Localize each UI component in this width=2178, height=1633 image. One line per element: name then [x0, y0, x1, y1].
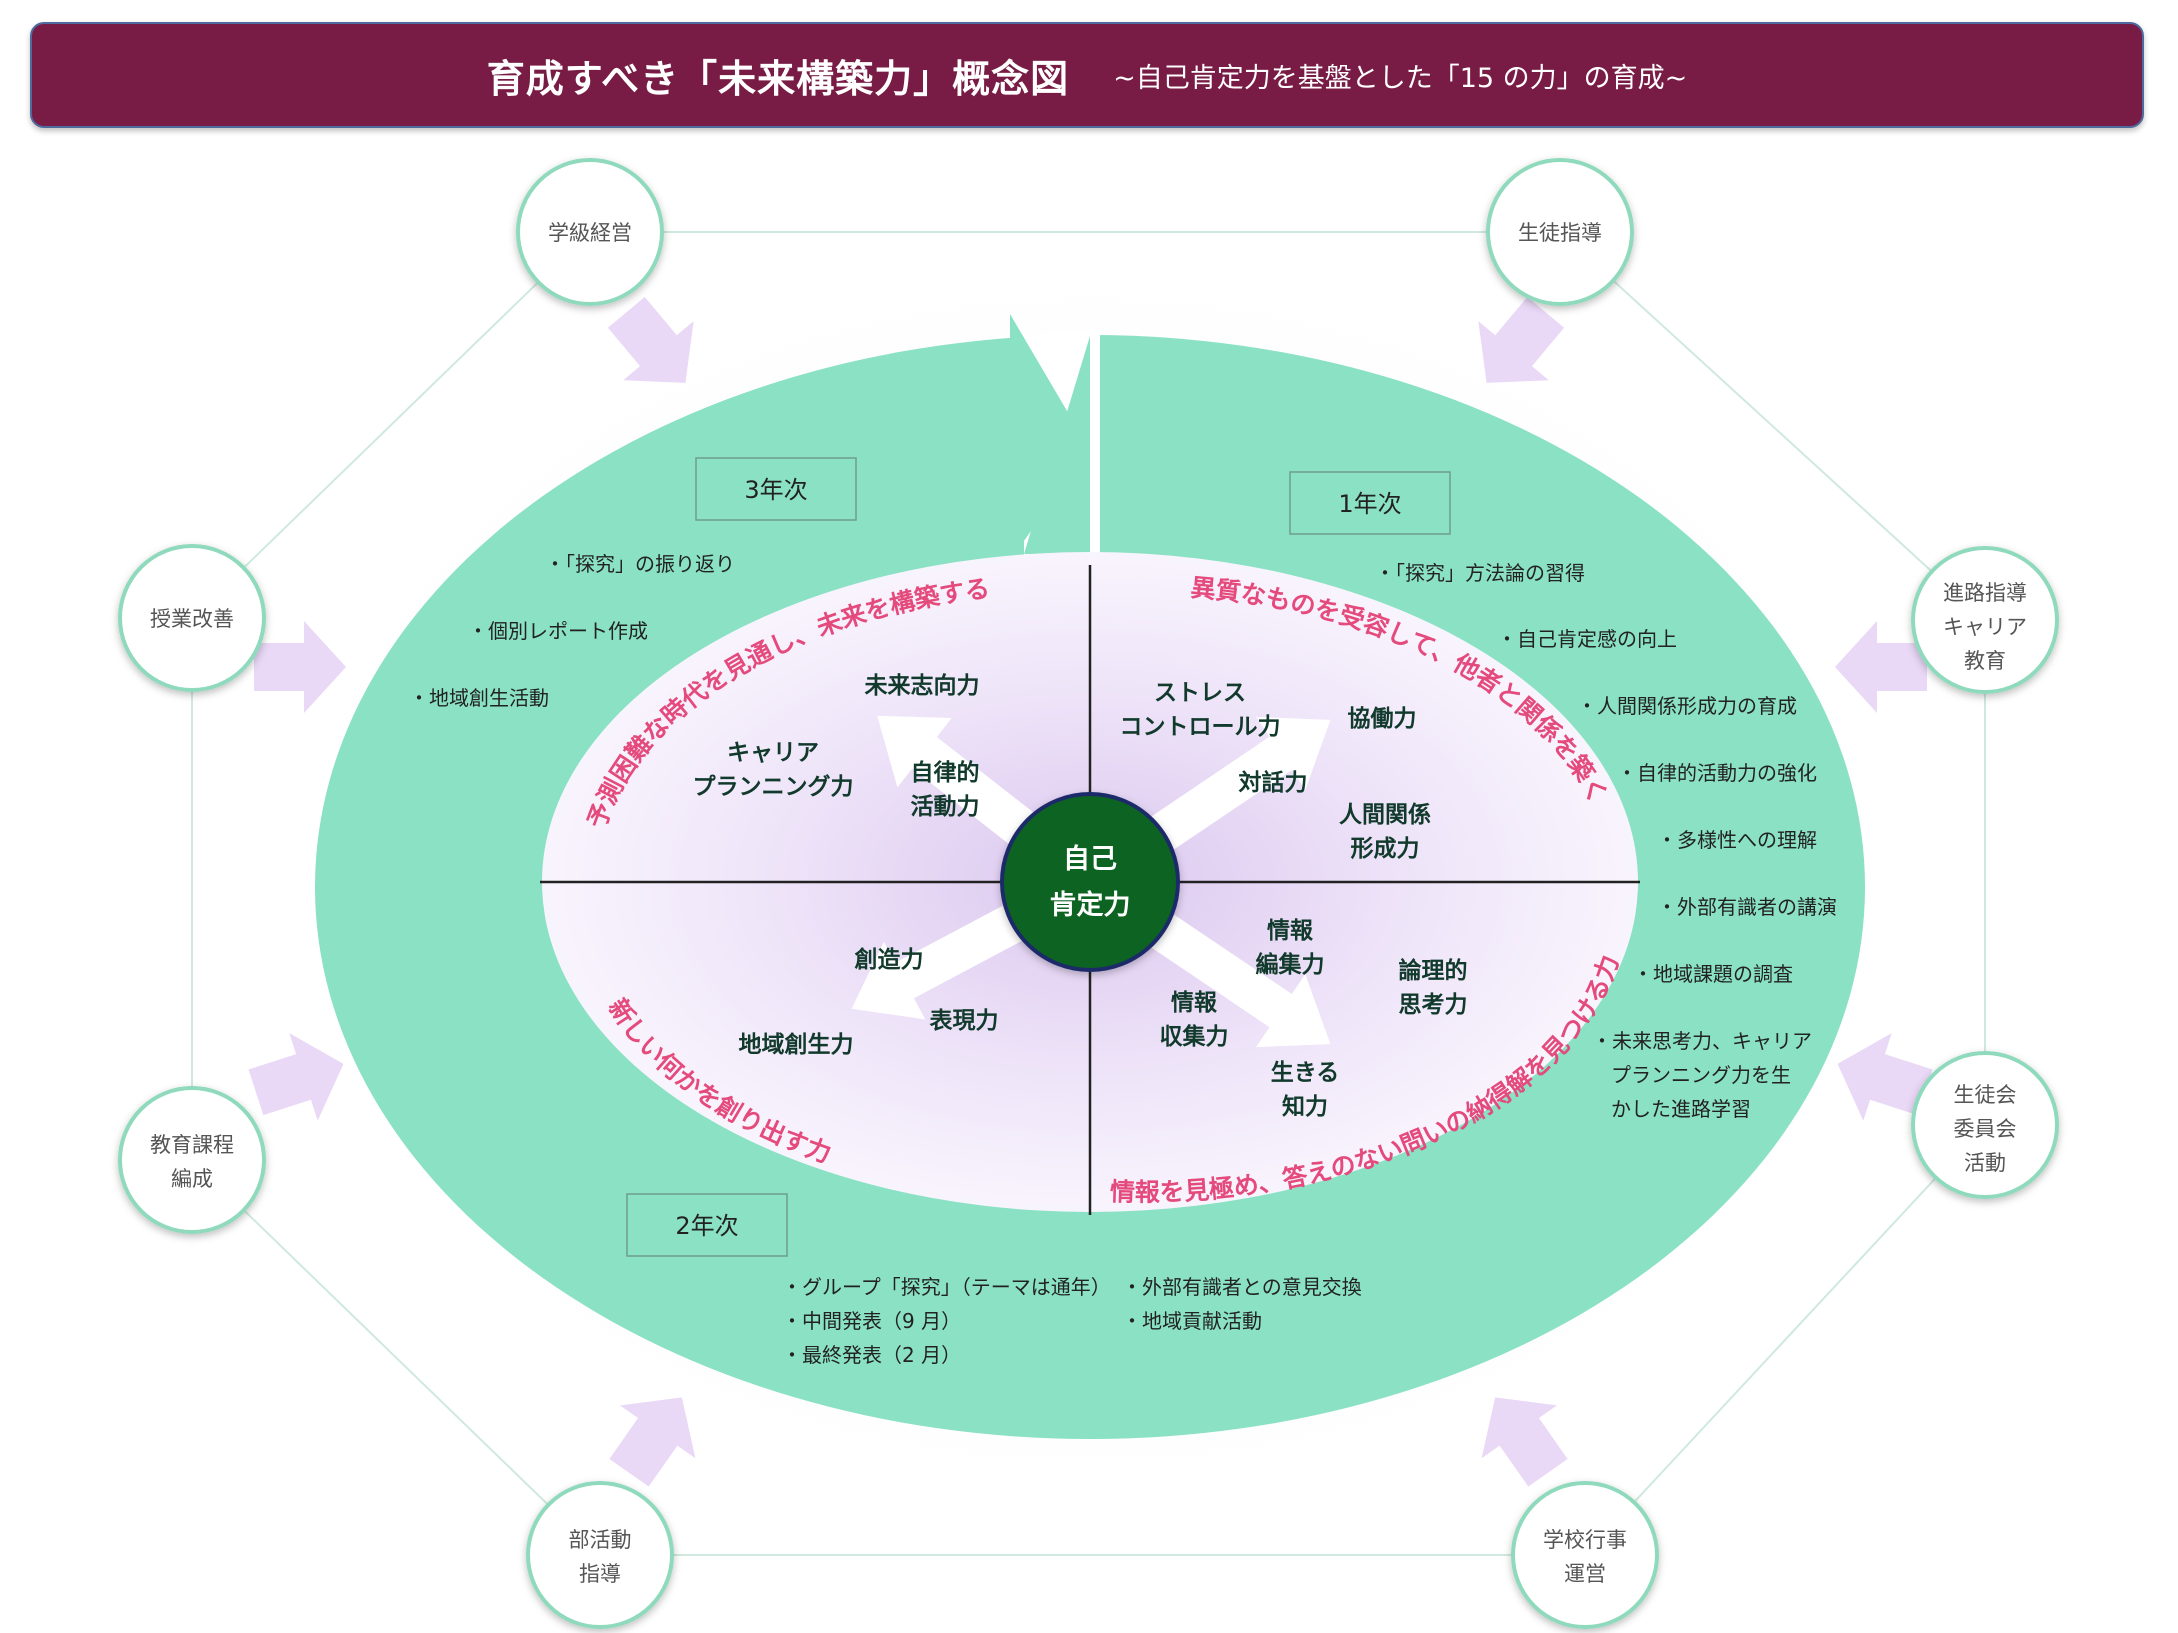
node-shinro-label-0: 進路指導: [1943, 581, 2027, 605]
power-jiritsu-1: 自律的: [911, 759, 980, 786]
node-gakko-gyoji-label-0: 学校行事: [1543, 1528, 1627, 1552]
page-subtitle: ~自己肯定力を基盤とした「15 の力」の育成~: [1113, 62, 1688, 94]
power-ikiru-2: 知力: [1282, 1093, 1328, 1120]
activity-y2-right-1: ・地域貢献活動: [1122, 1309, 1262, 1333]
center-circle: [1000, 792, 1180, 972]
node-bukatsu-label-1: 指導: [579, 1562, 621, 1586]
activity-y2-left-2: ・最終発表（2 月）: [782, 1343, 961, 1367]
node-bukatsu-label-0: 部活動: [569, 1528, 632, 1552]
year-label-2: 2年次: [675, 1212, 738, 1240]
center-label-2: 肯定力: [1050, 889, 1131, 921]
year-label-1: 1年次: [1338, 490, 1401, 518]
activity-y2-left-1: ・中間発表（9 月）: [782, 1309, 961, 1333]
node-seito-shido: 生徒指導: [1486, 158, 1634, 306]
activity-y2-right-0: ・外部有識者との意見交換: [1122, 1275, 1362, 1299]
node-seito-shido-label-0: 生徒指導: [1518, 221, 1602, 245]
power-kyodo: 協働力: [1348, 706, 1417, 732]
node-kyoiku-katei: 教育課程 編成: [118, 1086, 266, 1234]
node-seitokai: 生徒会 委員会 活動: [1911, 1051, 2059, 1199]
year-box-1: [1289, 471, 1451, 535]
power-career-1: キャリア: [727, 740, 819, 766]
year-box-3: [695, 457, 857, 521]
node-jugyo-label-0: 授業改善: [150, 607, 234, 631]
node-gakko-gyoji: 学校行事 運営: [1511, 1481, 1659, 1629]
node-jugyo: 授業改善: [118, 544, 266, 692]
cycle-arrow-head: [1010, 314, 1090, 560]
power-sozo: 創造力: [855, 947, 924, 973]
activity-y1-5: ・外部有識者の講演: [1657, 895, 1837, 919]
diagonal-arrows: [851, 715, 1331, 1048]
node-gakko-gyoji-label-1: 運営: [1564, 1562, 1606, 1586]
title-banner: 育成すべき「未来構築力」概念図 ~自己肯定力を基盤とした「15 の力」の育成~: [30, 22, 2144, 128]
power-taiwa: 対話力: [1239, 769, 1308, 796]
node-bukatsu: 部活動 指導: [526, 1481, 674, 1629]
activity-y3-0: ・「探究」の振り返り: [545, 552, 735, 576]
activity-y3-1: ・個別レポート作成: [468, 619, 648, 643]
power-shushu-1: 情報: [1171, 989, 1218, 1016]
arrow-kyoiku-katei: [248, 1033, 344, 1121]
power-shushu-2: 収集力: [1160, 1023, 1229, 1050]
power-ningen-1: 人間関係: [1339, 802, 1431, 828]
node-seitokai-label-2: 活動: [1964, 1151, 2006, 1175]
activity-y1-last-0: ・未来思考力、キャリア: [1592, 1029, 1812, 1053]
year-boxes: 3年次 1年次 2年次: [626, 457, 1451, 1257]
activity-lists: ・「探究」の振り返り ・個別レポート作成 ・地域創生活動 ・「探究」方法論の習得…: [409, 552, 1837, 1367]
power-ningen-2: 形成力: [1351, 836, 1420, 862]
power-stress-1: ストレス: [1154, 680, 1246, 706]
node-shinro-label-2: 教育: [1964, 649, 2006, 673]
power-hyogen: 表現力: [930, 1008, 999, 1034]
center-label-1: 自己: [1063, 843, 1117, 875]
power-jiritsu-2: 活動力: [911, 794, 980, 820]
node-kyoiku-katei-label-0: 教育課程: [150, 1133, 234, 1157]
power-ikiru-1: 生きる: [1271, 1060, 1340, 1086]
power-mirai-shikou: 未来志向力: [865, 672, 980, 699]
node-seitokai-label-1: 委員会: [1954, 1117, 2017, 1141]
activity-y1-0: ・「探究」方法論の習得: [1375, 561, 1585, 585]
power-stress-2: コントロール力: [1120, 714, 1281, 740]
power-chiiki: 地域創生力: [739, 1031, 854, 1058]
power-henshu-1: 情報: [1267, 917, 1314, 944]
year-box-2: [626, 1193, 788, 1257]
power-ronri-2: 思考力: [1399, 992, 1468, 1018]
page-title: 育成すべき「未来構築力」概念図: [486, 56, 1070, 101]
activity-y1-1: ・自己肯定感の向上: [1497, 627, 1677, 651]
activity-y1-2: ・人間関係形成力の育成: [1577, 694, 1797, 718]
activity-y3-2: ・地域創生活動: [409, 686, 549, 710]
node-shinro: 進路指導 キャリア 教育: [1911, 546, 2059, 694]
node-shinro-label-1: キャリア: [1943, 615, 2027, 639]
power-ronri-1: 論理的: [1399, 957, 1468, 984]
activity-y2-left-0: ・グループ「探究」（テーマは通年）: [782, 1275, 1111, 1299]
connector-lines: [191, 231, 1986, 1556]
arrow-gakkyu: [607, 296, 694, 383]
outer-nodes: 学級経営 生徒指導 授業改善 進路指導 キャリア 教育 教育課程 編成 生徒会 …: [118, 158, 2059, 1629]
power-career-2: プランニング力: [693, 773, 854, 800]
node-seitokai-label-0: 生徒会: [1954, 1083, 2017, 1107]
node-kyoiku-katei-label-1: 編成: [171, 1167, 213, 1191]
power-henshu-2: 編集力: [1256, 951, 1325, 978]
activity-y1-3: ・自律的活動力の強化: [1617, 761, 1817, 785]
arrow-seitokai: [1837, 1033, 1933, 1121]
node-gakkyu-label-0: 学級経営: [548, 221, 632, 245]
activity-y1-last-1: プランニング力を生: [1611, 1063, 1791, 1087]
arrow-jugyo: [254, 621, 346, 713]
arrow-seito-shido: [1478, 296, 1565, 383]
input-arrows: [248, 296, 1933, 1487]
node-gakkyu: 学級経営: [516, 158, 664, 306]
activity-y1-last-2: かした進路学習: [1611, 1097, 1751, 1121]
arrow-bukatsu: [609, 1397, 696, 1487]
activity-y1-4: ・多様性への理解: [1657, 828, 1817, 852]
arrow-shinro: [1835, 621, 1927, 713]
power-labels: 未来志向力 キャリア プランニング力 自律的 活動力 ストレス コントロール力 …: [693, 672, 1468, 1120]
year-label-3: 3年次: [744, 476, 807, 504]
arrow-gakko-gyoji: [1481, 1397, 1568, 1487]
activity-y1-6: ・地域課題の調査: [1633, 962, 1793, 986]
